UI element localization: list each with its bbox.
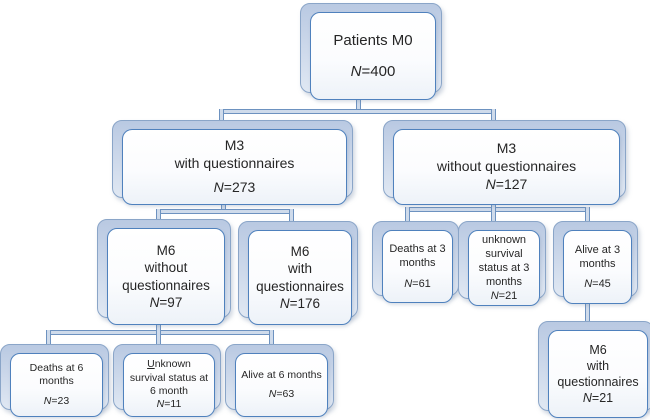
node-n-line: N=21 <box>582 391 614 405</box>
connector-drop-deaths6 <box>46 330 51 356</box>
node-line: M3 <box>224 137 245 154</box>
node-line: questionnaires <box>122 277 210 293</box>
node-line: M3 <box>496 140 517 157</box>
node-alive-3-months: Alive at 3 months N=45 <box>553 221 638 304</box>
node-line: M6 <box>290 243 310 259</box>
node-n-line: N=273 <box>213 178 256 195</box>
node-box: Unknown survival status at 6 month N=11 <box>123 353 215 417</box>
node-line: with questionnaires <box>174 155 295 172</box>
node-line: survival status at <box>129 371 209 384</box>
node-box: unknown survival status at 3 months N=21 <box>468 230 540 306</box>
node-n-line: N=97 <box>149 294 183 310</box>
node-deaths-6-months: Deaths at 6 months N=23 <box>0 344 109 417</box>
node-line: survival <box>485 247 523 260</box>
node-line: 6 month <box>150 385 188 397</box>
node-line: Alive at 3 <box>574 243 621 256</box>
node-line: M6 <box>156 242 176 258</box>
node-box: Deaths at 6 months N=23 <box>10 353 103 417</box>
node-n-line: N=127 <box>485 175 528 192</box>
node-n-line: N=63 <box>268 388 295 400</box>
node-m6-without-questionnaires: M6 without questionnaires N=97 <box>97 219 231 325</box>
node-line: months <box>39 375 74 388</box>
node-n-line: N=23 <box>43 394 70 407</box>
connector-m0-down <box>356 97 361 113</box>
node-box: Patients M0 N=400 <box>310 12 436 100</box>
node-n-line: N=21 <box>490 290 518 303</box>
connector-drop-unknown3 <box>491 207 496 233</box>
connector-drop-alive3 <box>585 207 590 233</box>
node-line: questionnaires <box>256 278 344 294</box>
node-line: status at 3 <box>478 261 530 274</box>
node-deaths-3-months: Deaths at 3 months N=61 <box>372 221 459 303</box>
connector-drop-alive6 <box>269 330 274 356</box>
node-line: M6 <box>589 343 607 357</box>
node-line: questionnaires <box>557 375 639 389</box>
node-box: M6 with questionnaires N=21 <box>548 330 648 418</box>
node-line: Alive at 6 months <box>241 368 322 381</box>
node-box: M6 without questionnaires N=97 <box>107 228 225 325</box>
node-line: Patients M0 <box>333 31 413 49</box>
connector-drop-unknown6 <box>156 330 161 356</box>
node-patients-m0: Patients M0 N=400 <box>300 3 442 100</box>
node-line: months <box>399 257 436 270</box>
node-n-line: N=11 <box>156 398 182 411</box>
node-line: with <box>287 261 312 277</box>
node-line: Deaths at 6 <box>29 361 84 374</box>
node-line: unknown <box>481 233 527 246</box>
node-box: M6 with questionnaires N=176 <box>248 230 352 325</box>
connector-m3with-down <box>221 200 226 213</box>
node-m6-with-questionnaires-21: M6 with questionnaires N=21 <box>538 321 650 418</box>
node-line: Deaths at 3 <box>389 243 446 256</box>
connector-drop-deaths3 <box>405 207 410 233</box>
node-line: with <box>586 359 610 373</box>
node-n-line: N=61 <box>404 277 431 290</box>
node-line: months <box>579 257 616 270</box>
node-m6-with-questionnaires: M6 with questionnaires N=176 <box>238 221 358 325</box>
connector-right-split <box>405 207 590 212</box>
node-m3-with-questionnaires: M3 with questionnaires N=273 <box>112 120 353 205</box>
node-alive-6-months: Alive at 6 months N=63 <box>225 344 334 417</box>
node-box: M3 without questionnaires N=127 <box>393 129 620 205</box>
node-box: Deaths at 3 months N=61 <box>382 230 453 303</box>
node-box: Alive at 6 months N=63 <box>235 353 328 417</box>
node-line: without questionnaires <box>436 158 577 175</box>
node-unknown-survival-3-months: unknown survival status at 3 months N=21 <box>458 221 546 306</box>
node-unknown-survival-6-months: Unknown survival status at 6 month N=11 <box>113 344 221 417</box>
connector-alive3-to-m6 <box>585 299 590 333</box>
connector-m3without-down <box>491 200 496 212</box>
node-line: without <box>144 260 188 276</box>
node-n-line: N=176 <box>279 295 321 311</box>
node-n-line: N=400 <box>350 63 396 80</box>
node-box: Alive at 3 months N=45 <box>563 230 632 304</box>
node-line: months <box>485 276 523 289</box>
node-box: M3 with questionnaires N=273 <box>122 129 347 205</box>
connector-left-split <box>156 209 294 214</box>
node-m3-without-questionnaires: M3 without questionnaires N=127 <box>383 120 626 205</box>
connector-m6without-down <box>156 320 161 334</box>
node-n-line: N=45 <box>584 278 611 291</box>
node-line: Unknown <box>147 358 191 371</box>
connector-level2-split <box>219 109 496 114</box>
